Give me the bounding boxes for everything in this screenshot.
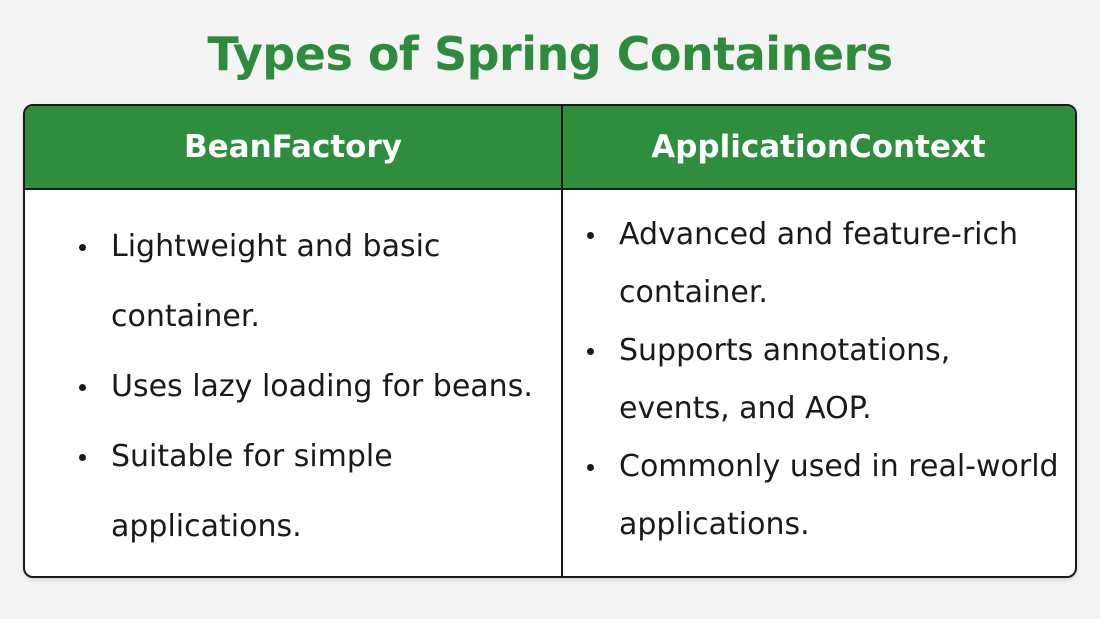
list-item: Supports annotations, events, and AOP.: [585, 322, 1060, 438]
list-item: Commonly used in real-world applications…: [585, 438, 1060, 554]
list-item: Advanced and feature-rich container.: [585, 206, 1060, 322]
list-item: Uses lazy loading for beans.: [77, 352, 557, 422]
list-item: Suitable for simple applications.: [77, 422, 557, 562]
table-header-row: BeanFactory ApplicationContext: [25, 106, 1075, 190]
list-item: Lightweight and basic container.: [77, 212, 557, 352]
beanfactory-list: Lightweight and basic container. Uses la…: [77, 190, 557, 562]
comparison-table: BeanFactory ApplicationContext Lightweig…: [23, 104, 1077, 578]
column-header-beanfactory: BeanFactory: [184, 129, 402, 165]
applicationcontext-list: Advanced and feature-rich container. Sup…: [585, 190, 1060, 554]
column-divider: [561, 106, 563, 576]
page-title: Types of Spring Containers: [207, 27, 893, 81]
column-header-applicationcontext: ApplicationContext: [651, 129, 986, 165]
